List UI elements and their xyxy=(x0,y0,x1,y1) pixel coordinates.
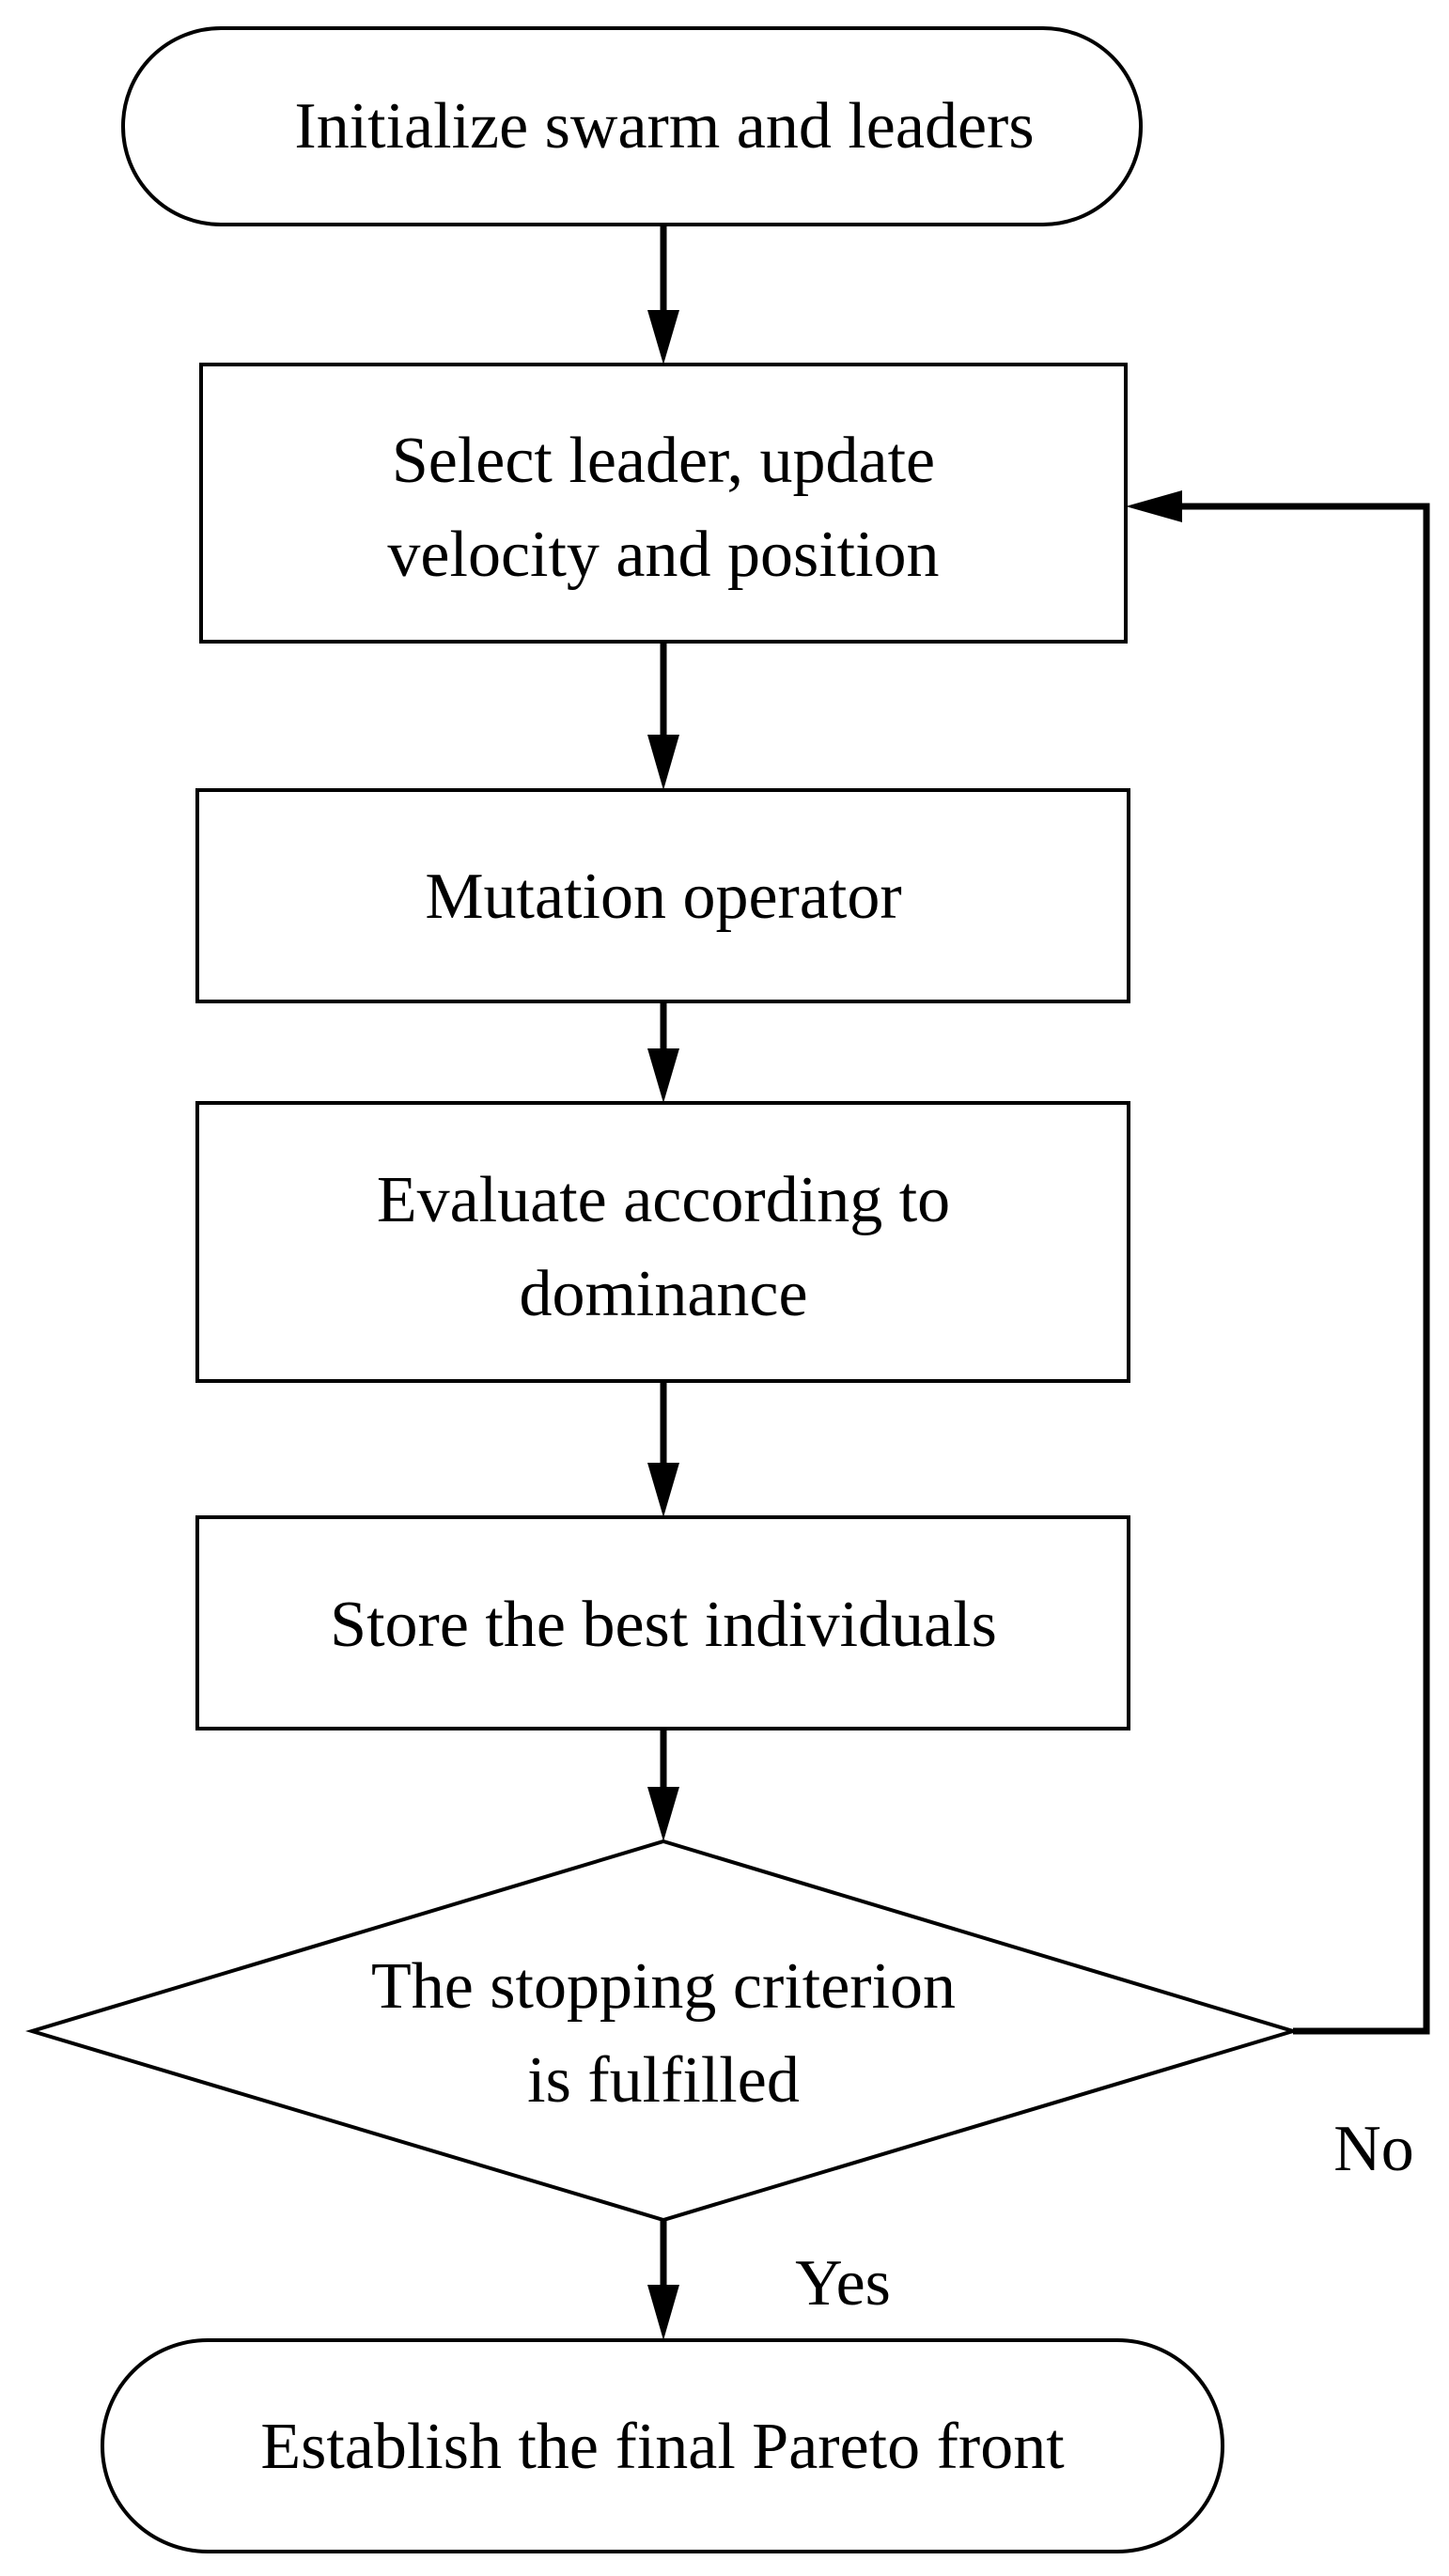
arrow-store-to-decision xyxy=(647,1729,679,1841)
arrow-no-loop-back xyxy=(1126,490,1430,2035)
step-evaluate-dominance: Evaluate according to dominance xyxy=(195,1101,1130,1383)
step-store-best-label: Store the best individuals xyxy=(330,1589,997,1661)
step-select-leader-line-1: Select leader, update xyxy=(392,425,935,497)
step-store-best: Store the best individuals xyxy=(195,1515,1130,1730)
step-select-leader: Select leader, update velocity and posit… xyxy=(199,363,1128,644)
branch-yes-label: Yes xyxy=(795,2247,891,2320)
start-label: Initialize swarm and leaders xyxy=(294,90,1034,163)
arrow-evaluate-to-store xyxy=(647,1381,679,1517)
arrow-start-to-select xyxy=(647,225,679,365)
step-evaluate-dominance-line-1: Evaluate according to xyxy=(377,1164,950,1236)
end-label: Establish the final Pareto front xyxy=(260,2411,1065,2483)
step-select-leader-line-2: velocity and position xyxy=(387,519,939,591)
step-evaluate-dominance-line-2: dominance xyxy=(519,1258,807,1330)
arrow-select-to-mutation xyxy=(647,642,679,790)
decision-stopping-criterion: The stopping criterion is fulfilled xyxy=(25,1839,1300,2223)
step-mutation-operator: Mutation operator xyxy=(195,788,1130,1003)
end-node: Establish the final Pareto front xyxy=(101,2338,1224,2553)
arrow-yes-to-end xyxy=(647,2220,679,2340)
step-mutation-operator-label: Mutation operator xyxy=(425,861,901,933)
start-node: Initialize swarm and leaders xyxy=(121,26,1143,226)
decision-line-2: is fulfilled xyxy=(527,2044,800,2117)
branch-no-label: No xyxy=(1333,2113,1414,2185)
arrow-mutation-to-evaluate xyxy=(647,1001,679,1103)
decision-line-1: The stopping criterion xyxy=(371,1950,956,2023)
